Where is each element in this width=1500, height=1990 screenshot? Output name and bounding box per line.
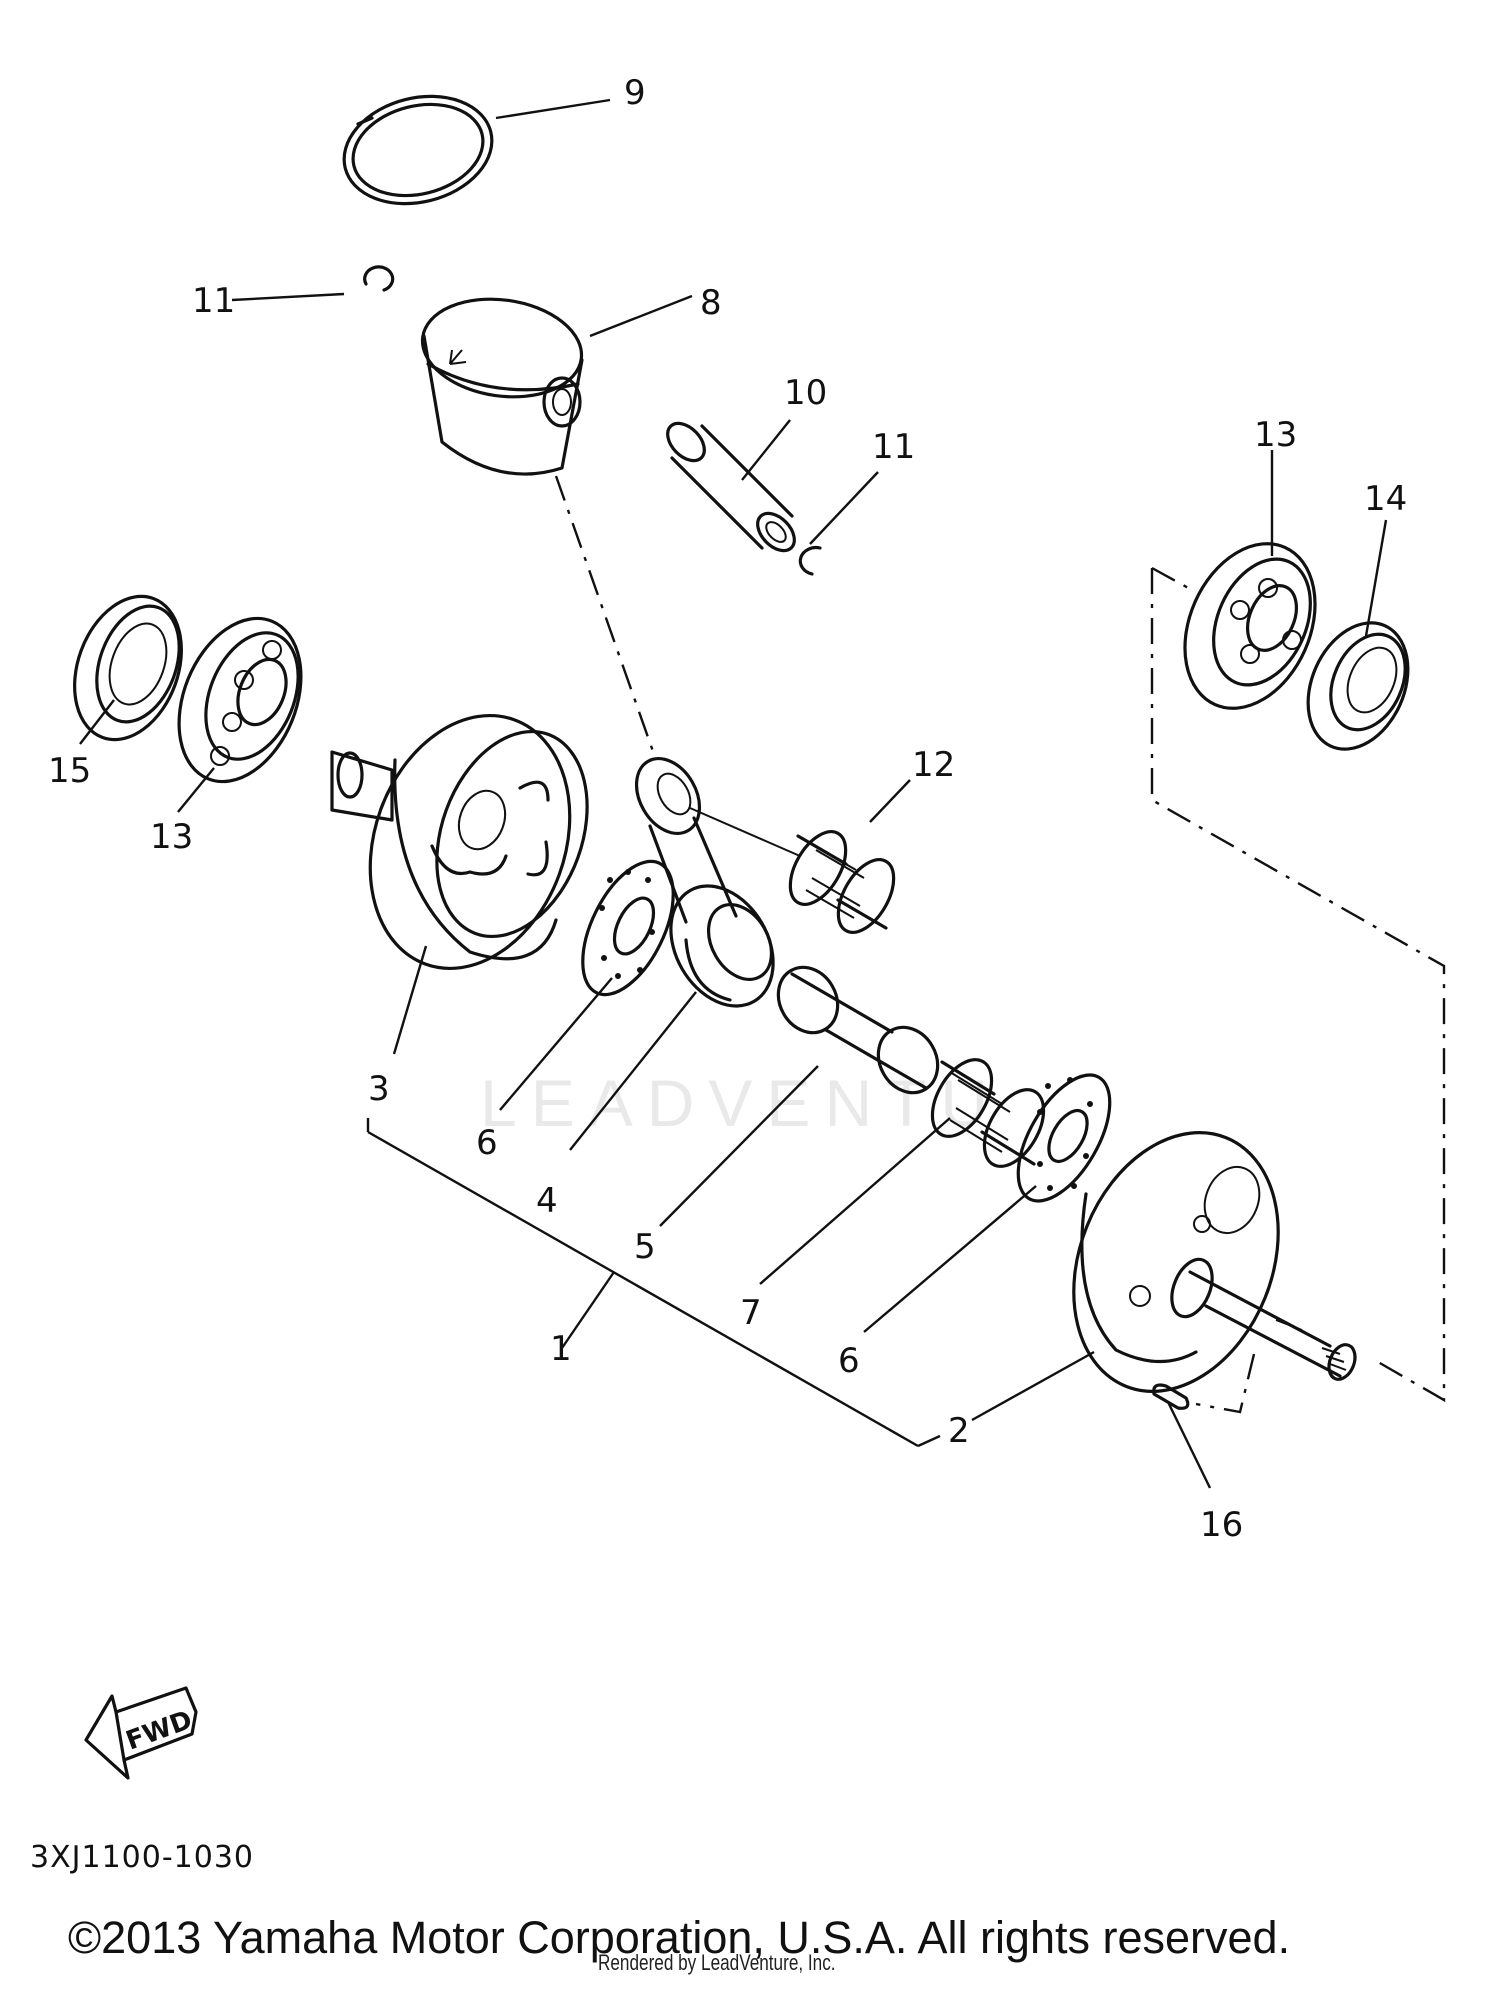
callout-15: 15 xyxy=(48,751,91,791)
fwd-arrow-icon xyxy=(84,1686,198,1780)
callout-labels: 9 11 8 10 11 13 14 15 13 12 3 6 4 5 1 7 … xyxy=(48,73,1407,1757)
fwd-label: FWD xyxy=(122,1705,196,1756)
callout-10: 10 xyxy=(784,373,827,413)
callout-5: 5 xyxy=(634,1227,656,1267)
copyright-notice: ©2013 Yamaha Motor Corporation, U.S.A. A… xyxy=(68,1912,1291,1963)
callout-7: 7 xyxy=(740,1293,762,1333)
leader-lines xyxy=(79,98,1388,1489)
circlip-part-lower[interactable] xyxy=(798,545,822,576)
center-lines xyxy=(554,475,1446,1414)
crank-left-part[interactable] xyxy=(330,687,614,996)
oil-seal-part-right[interactable] xyxy=(1289,607,1427,765)
piston-pin-part[interactable] xyxy=(661,416,802,557)
diagram-code: 3XJ1100-1030 xyxy=(30,1840,255,1875)
callout-6-left: 6 xyxy=(476,1123,498,1163)
woodruff-key-part[interactable] xyxy=(1152,1383,1190,1410)
washer-part-left[interactable] xyxy=(564,848,692,1009)
bearing-part-left[interactable] xyxy=(156,600,324,800)
piston-ring-part[interactable] xyxy=(333,81,504,218)
callout-13-right: 13 xyxy=(1254,415,1297,455)
callout-12: 12 xyxy=(912,745,955,785)
oil-seal-part-left[interactable] xyxy=(56,581,201,754)
needle-bearing-part-big-end[interactable] xyxy=(920,1050,1056,1177)
callout-3: 3 xyxy=(368,1069,390,1109)
callout-14: 14 xyxy=(1364,479,1407,519)
piston-part[interactable] xyxy=(416,289,588,476)
crank-right-part[interactable] xyxy=(1037,1102,1360,1422)
callout-6-right: 6 xyxy=(838,1341,860,1381)
callout-13-left: 13 xyxy=(150,817,193,857)
circlip-part-upper[interactable] xyxy=(363,265,395,292)
callout-11-lower: 11 xyxy=(872,427,915,467)
callout-2: 2 xyxy=(948,1411,970,1451)
leadventure-watermark: LEADVENTU xyxy=(480,1066,1003,1140)
callout-8: 8 xyxy=(700,283,722,323)
callout-11-upper: 11 xyxy=(192,281,235,321)
callout-16: 16 xyxy=(1200,1505,1243,1545)
needle-bearing-part-small-end[interactable] xyxy=(689,807,905,942)
rendered-by-notice: Rendered by LeadVenture, Inc. xyxy=(598,1950,836,1975)
callout-1: 1 xyxy=(550,1329,572,1369)
callout-4: 4 xyxy=(536,1181,558,1221)
connecting-rod-part[interactable] xyxy=(624,747,794,1024)
callout-9: 9 xyxy=(624,73,646,113)
crank-pin-part[interactable] xyxy=(767,957,949,1104)
bearing-part-right[interactable] xyxy=(1160,523,1340,729)
washer-part-right[interactable] xyxy=(1000,1060,1129,1215)
